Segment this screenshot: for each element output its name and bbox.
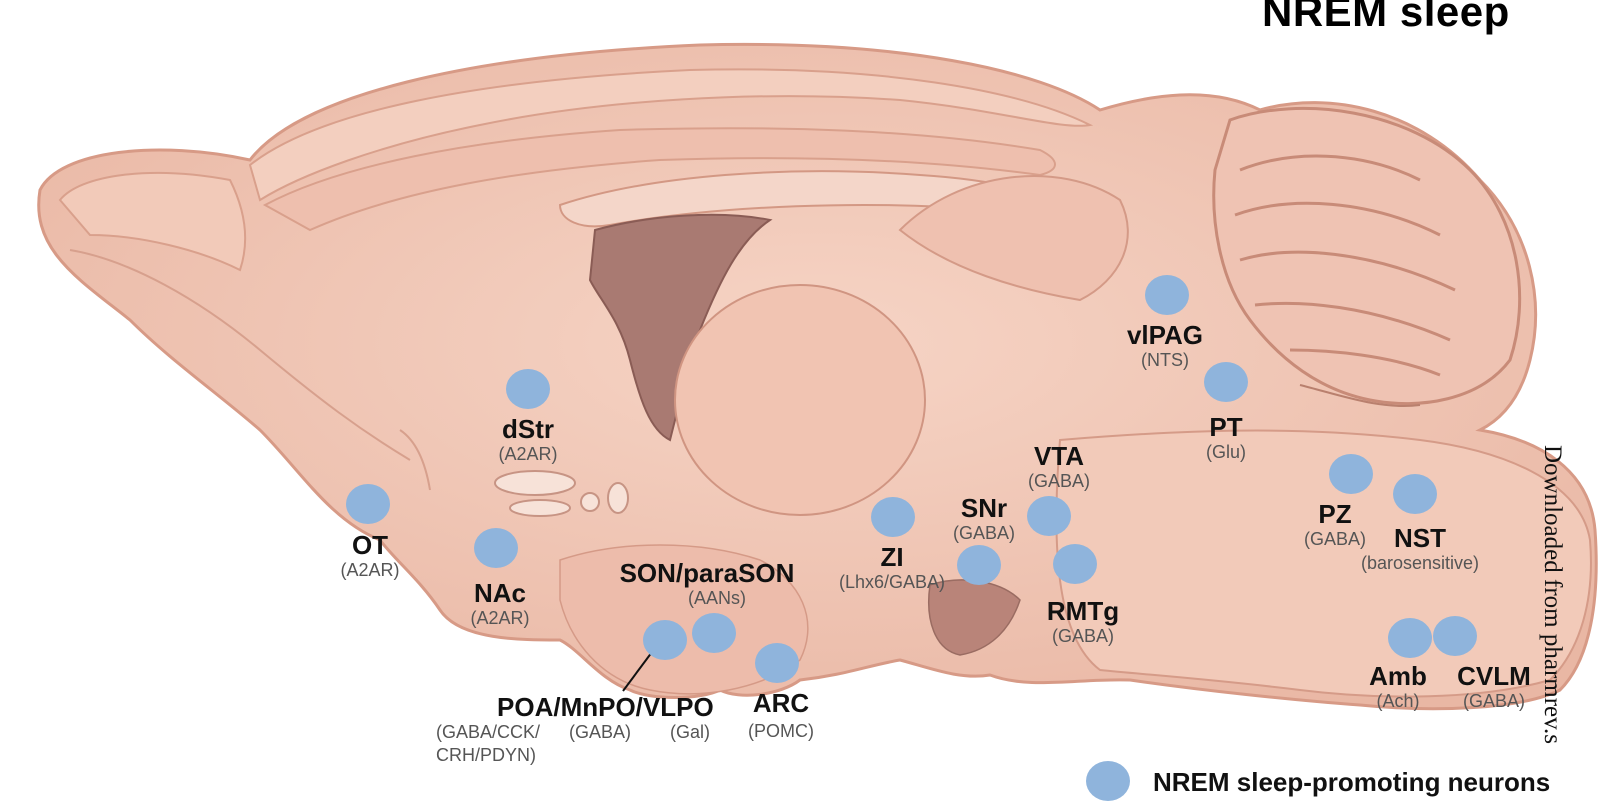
label-zi-name: ZI bbox=[826, 544, 958, 570]
label-vta-sub: (GABA) bbox=[1016, 472, 1102, 490]
neuron-dot-snr bbox=[957, 545, 1001, 585]
label-vta: VTA (GABA) bbox=[1016, 443, 1102, 490]
label-vta-name: VTA bbox=[1016, 443, 1102, 469]
label-rmtg: RMTg (GABA) bbox=[1038, 598, 1128, 645]
label-vlpag-sub: (NTS) bbox=[1120, 351, 1210, 369]
label-zi-sub: (Lhx6/GABA) bbox=[826, 573, 958, 591]
label-pt-sub: (Glu) bbox=[1191, 443, 1261, 461]
label-cvlm-sub: (GABA) bbox=[1446, 692, 1542, 710]
neuron-dot-arc bbox=[755, 643, 799, 683]
label-pt: PT (Glu) bbox=[1191, 414, 1261, 461]
brainstem bbox=[1056, 431, 1591, 697]
label-son: SON/paraSON (AANs) bbox=[609, 560, 805, 607]
neuron-dot-cvlm bbox=[1433, 616, 1477, 656]
label-vlpag: vlPAG (NTS) bbox=[1120, 322, 1210, 369]
neuron-dot-amb bbox=[1388, 618, 1432, 658]
label-cvlm: CVLM (GABA) bbox=[1446, 663, 1542, 710]
label-vlpag-name: vlPAG bbox=[1120, 322, 1210, 348]
label-vlpo-sub: (Gal) bbox=[670, 723, 710, 741]
label-rmtg-sub: (GABA) bbox=[1038, 627, 1128, 645]
label-nac-sub: (A2AR) bbox=[458, 609, 542, 627]
label-nst-sub: (barosensitive) bbox=[1350, 554, 1490, 572]
label-poa: POA/MnPO/VLPO bbox=[497, 694, 714, 720]
neuron-dot-zi bbox=[871, 497, 915, 537]
neuron-dot-poa bbox=[643, 620, 687, 660]
neuron-dot-ot bbox=[346, 484, 390, 524]
label-son-name: SON/paraSON bbox=[609, 560, 805, 586]
label-nac: NAc (A2AR) bbox=[458, 580, 542, 627]
label-amb-name: Amb bbox=[1361, 663, 1435, 689]
legend-label: NREM sleep-promoting neurons bbox=[1153, 767, 1550, 798]
neuron-dot-vlpag bbox=[1145, 275, 1189, 315]
label-son-sub: (AANs) bbox=[629, 589, 805, 607]
label-rmtg-name: RMTg bbox=[1038, 598, 1128, 624]
neuron-dot-vta bbox=[1027, 496, 1071, 536]
label-poa-name: POA/MnPO/VLPO bbox=[497, 692, 714, 722]
label-arc-name: ARC bbox=[736, 690, 826, 716]
label-amb: Amb (Ach) bbox=[1361, 663, 1435, 710]
label-vlpo-sub-text: (Gal) bbox=[670, 723, 710, 741]
label-ot-name: OT bbox=[330, 532, 410, 558]
label-pz-name: PZ bbox=[1292, 501, 1378, 527]
label-nst: NST (barosensitive) bbox=[1350, 525, 1490, 572]
label-dstr-name: dStr bbox=[486, 416, 570, 442]
neuron-dot-dstr bbox=[506, 369, 550, 409]
page-title: NREM sleep bbox=[1262, 0, 1510, 36]
label-poa-sub-line1: (GABA/CCK/ bbox=[436, 723, 540, 741]
label-dstr: dStr (A2AR) bbox=[486, 416, 570, 463]
label-mnpo-sub-text: (GABA) bbox=[569, 723, 631, 741]
label-arc-sub: (POMC) bbox=[736, 722, 826, 740]
label-cvlm-name: CVLM bbox=[1446, 663, 1542, 689]
label-pt-name: PT bbox=[1191, 414, 1261, 440]
neuron-dot-rmtg bbox=[1053, 544, 1097, 584]
label-nac-name: NAc bbox=[458, 580, 542, 606]
legend-dot bbox=[1086, 761, 1130, 801]
label-ot-sub: (A2AR) bbox=[330, 561, 410, 579]
label-nst-name: NST bbox=[1350, 525, 1490, 551]
neuron-dot-pt bbox=[1204, 362, 1248, 402]
label-zi: ZI (Lhx6/GABA) bbox=[826, 544, 958, 591]
label-arc: ARC (POMC) bbox=[736, 690, 826, 740]
neuron-dot-nac bbox=[474, 528, 518, 568]
label-snr: SNr (GABA) bbox=[941, 495, 1027, 542]
label-snr-name: SNr bbox=[941, 495, 1027, 521]
label-poa-sub: (GABA/CCK/ CRH/PDYN) bbox=[436, 723, 540, 764]
neuron-dot-nst bbox=[1393, 474, 1437, 514]
neuron-dot-pz bbox=[1329, 454, 1373, 494]
label-poa-sub-line2: CRH/PDYN) bbox=[436, 746, 540, 764]
neuron-dot-son bbox=[692, 613, 736, 653]
label-dstr-sub: (A2AR) bbox=[486, 445, 570, 463]
label-amb-sub: (Ach) bbox=[1361, 692, 1435, 710]
side-watermark: Downloaded from pharmrev.s bbox=[1538, 445, 1566, 744]
label-snr-sub: (GABA) bbox=[941, 524, 1027, 542]
label-mnpo-sub: (GABA) bbox=[569, 723, 631, 741]
label-ot: OT (A2AR) bbox=[330, 532, 410, 579]
